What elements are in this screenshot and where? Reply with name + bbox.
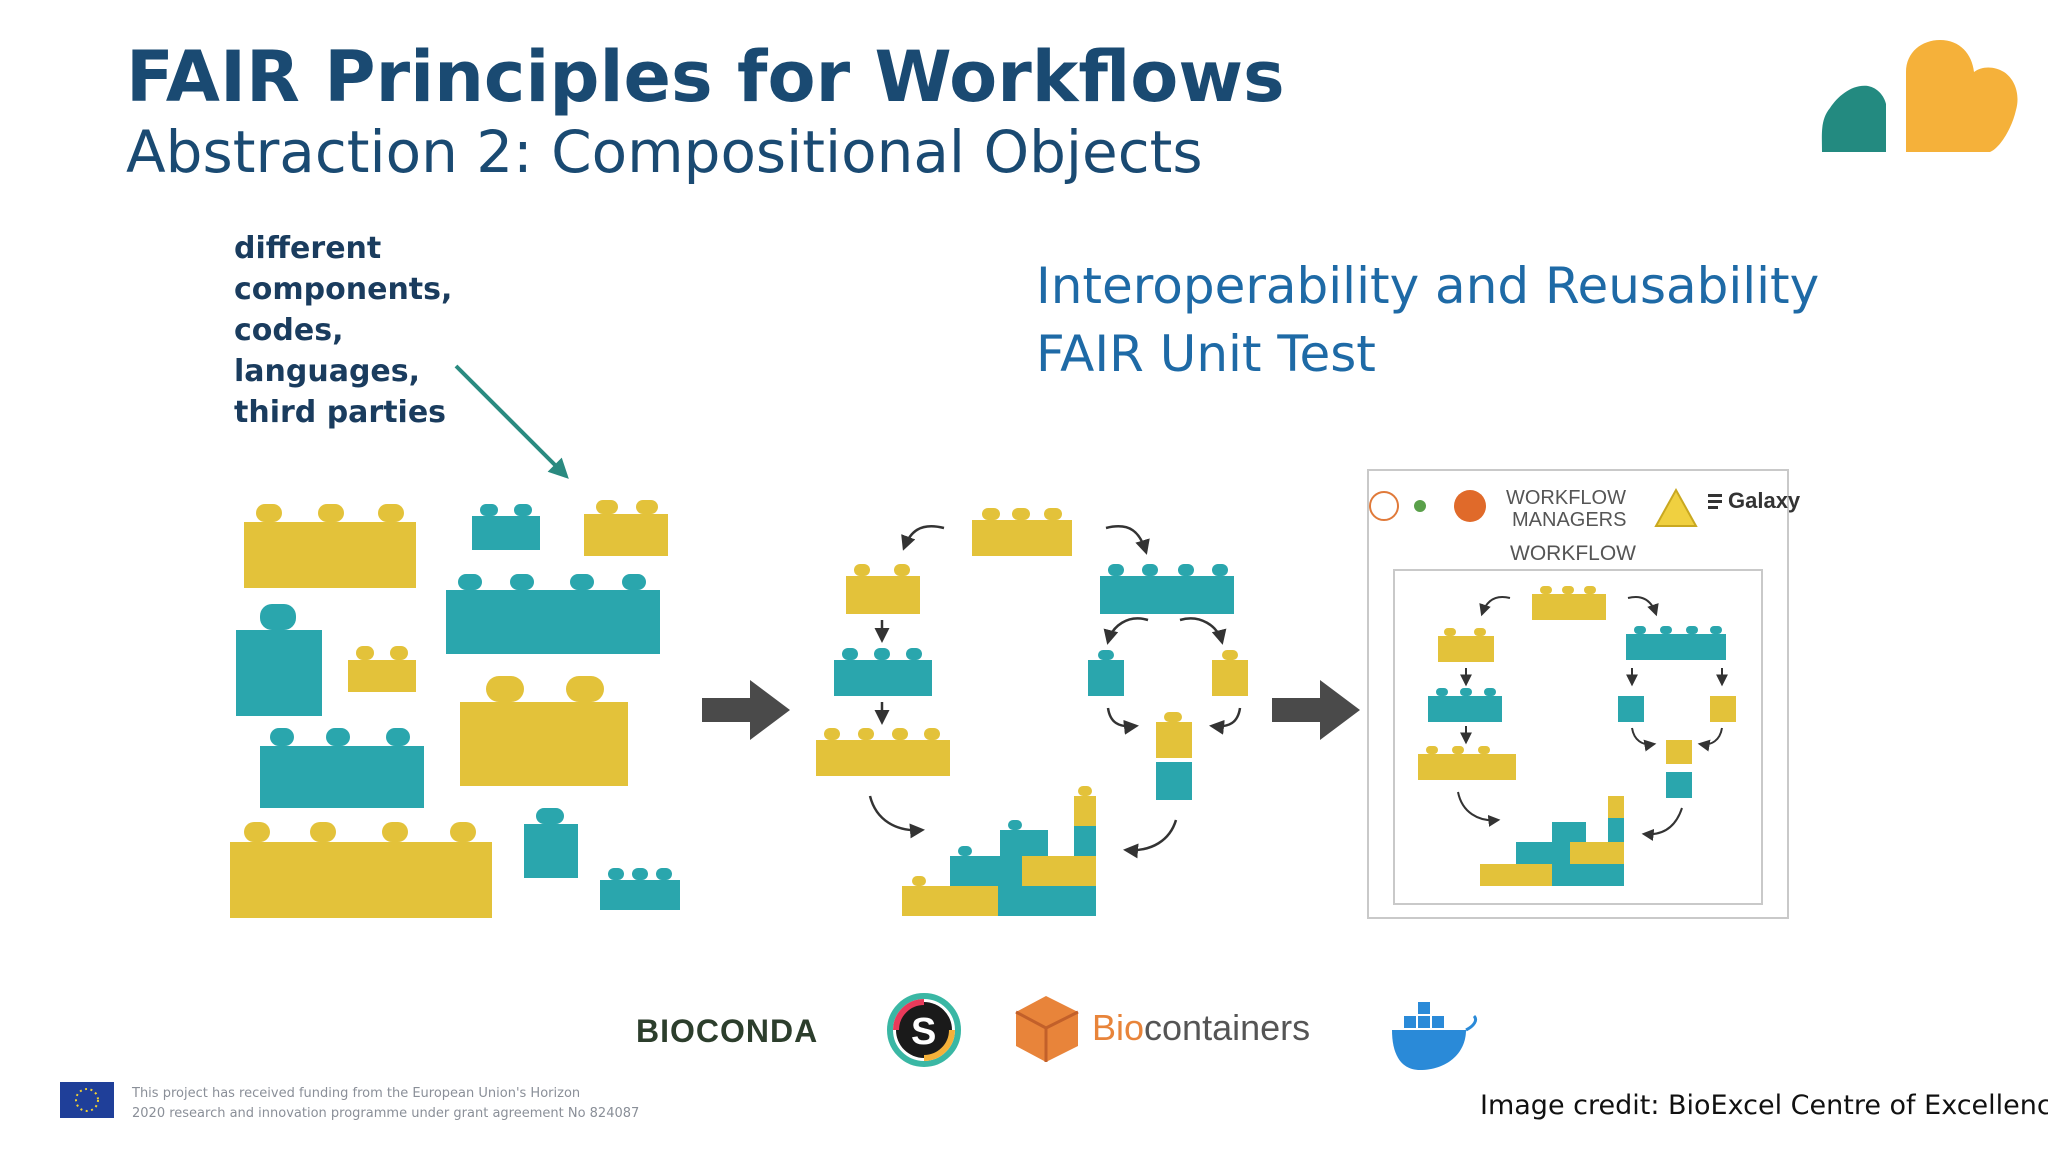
- workflow-managers-line1: WORKFLOW: [1506, 487, 1626, 509]
- heading-line: Interoperability and Reusability: [1036, 257, 1820, 315]
- biocontainers-prefix: Bio: [1092, 1007, 1144, 1048]
- transition-arrow-2: [1272, 680, 1360, 740]
- slide-title: FAIR Principles for Workflows: [126, 36, 1285, 118]
- note-line: different: [234, 231, 382, 266]
- assembled-bricks: [816, 508, 1248, 916]
- note-line: components,: [234, 272, 453, 307]
- biocontainers-suffix: containers: [1144, 1007, 1310, 1048]
- biocontainers-logo: Biocontainers: [1092, 1007, 1310, 1048]
- scattered-bricks: [230, 500, 680, 918]
- eu-flag-icon: [60, 1082, 114, 1118]
- workflow-managers-panel: [1367, 469, 1789, 919]
- galaxy-label: Galaxy: [1728, 488, 1801, 513]
- components-note: different components, codes, languages, …: [234, 228, 452, 433]
- biocontainers-box-icon: [1015, 996, 1079, 1062]
- section-heading: Interoperability and Reusability FAIR Un…: [1036, 252, 1819, 388]
- pointer-arrow: [454, 364, 569, 479]
- funding-line: This project has received funding from t…: [132, 1086, 581, 1101]
- note-line: codes,: [234, 313, 344, 348]
- workflow-flow-arrows: [1457, 596, 1728, 841]
- funding-notice: This project has received funding from t…: [132, 1084, 639, 1124]
- transition-arrow-1: [702, 680, 790, 740]
- slide-subtitle: Abstraction 2: Compositional Objects: [126, 118, 1203, 186]
- workflow-label: WORKFLOW: [1510, 542, 1636, 565]
- note-line: languages,: [234, 354, 421, 389]
- singularity-icon: [887, 993, 961, 1067]
- bioconda-logo: BIOCONDA: [636, 1013, 818, 1049]
- workflow-bricks: [1418, 586, 1736, 886]
- singularity-letter: S: [911, 1011, 936, 1053]
- heading-line: FAIR Unit Test: [1036, 325, 1376, 383]
- docker-whale-icon: [1392, 1002, 1478, 1070]
- image-credit: Image credit: BioExcel Centre of Excelle…: [1480, 1090, 2048, 1121]
- funding-line: 2020 research and innovation programme u…: [132, 1106, 640, 1121]
- workflow-managers-line2: MANAGERS: [1512, 509, 1626, 531]
- flow-arrows: [868, 525, 1242, 859]
- cloud-logo-icon: [1821, 40, 2018, 152]
- note-line: third parties: [234, 395, 447, 430]
